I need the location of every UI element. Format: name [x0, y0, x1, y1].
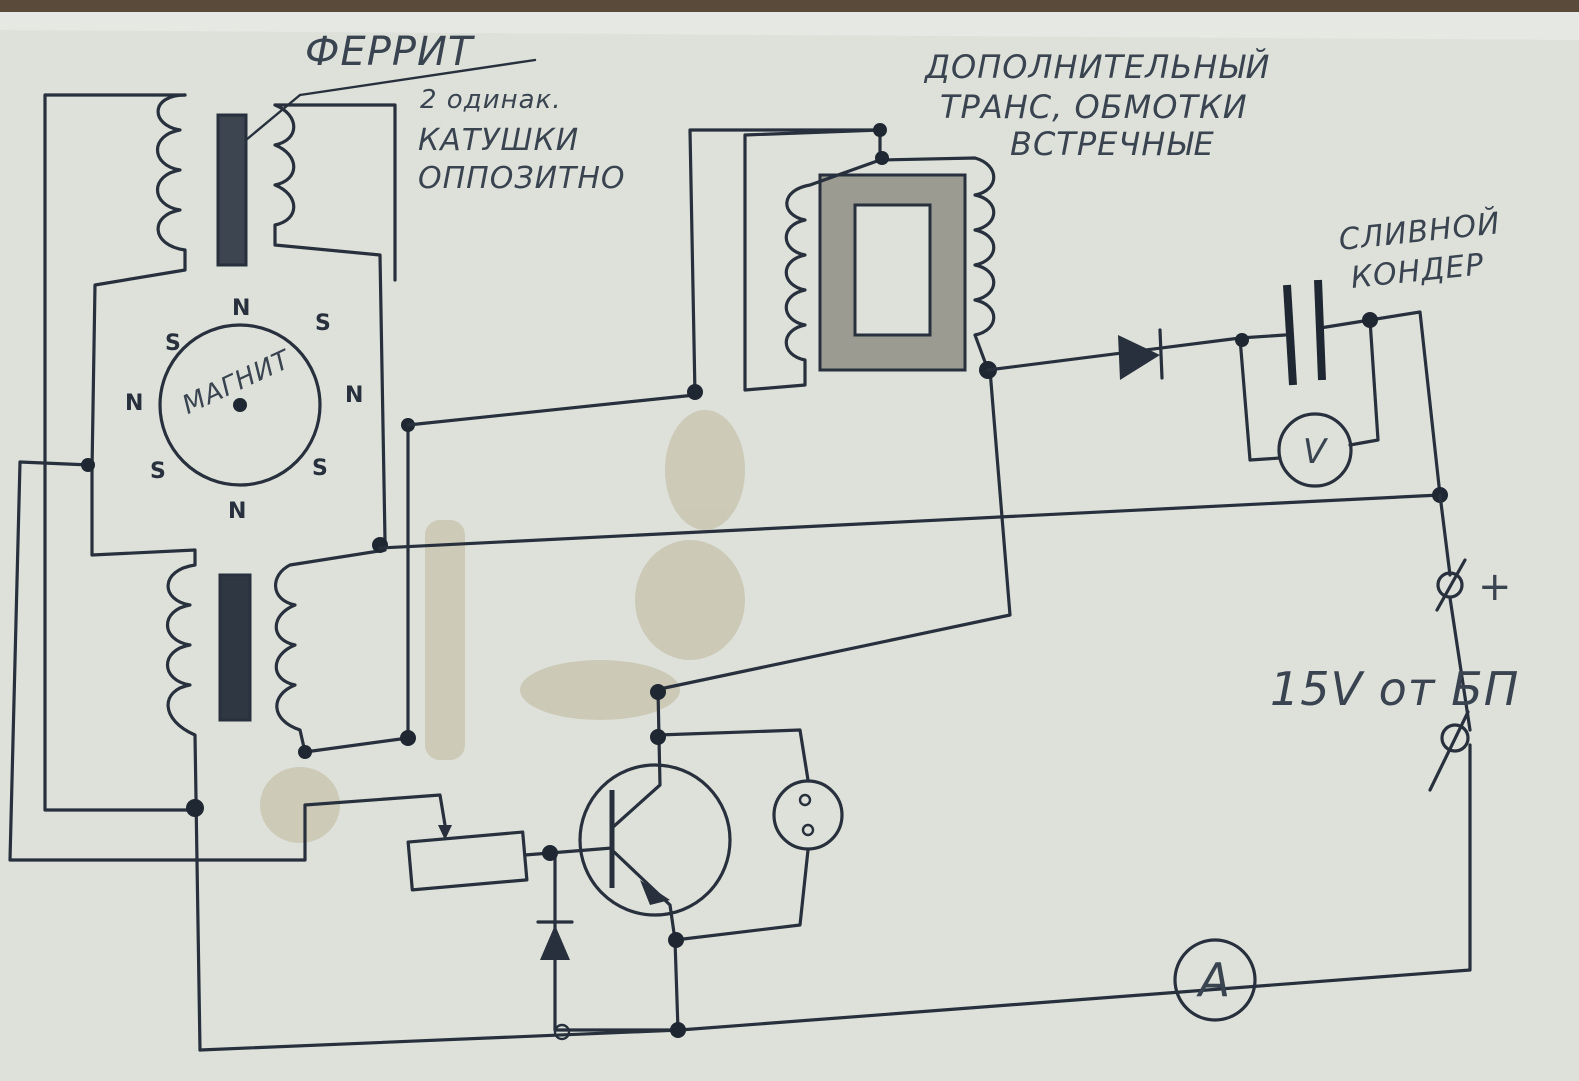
ferrite-pointer	[244, 93, 302, 142]
lower-ferrite-rod	[218, 573, 252, 722]
upper-coil-assembly	[43, 58, 537, 812]
plus-label: +	[1478, 564, 1513, 610]
outer-left-wire	[43, 93, 197, 812]
wire-bottom-bus	[198, 743, 1472, 1052]
terminal-minus-icon	[1440, 723, 1470, 753]
pole-label: N	[228, 499, 246, 524]
potentiometer-icon	[406, 830, 529, 892]
magnet-rotor: МАГНИТ N S S N N S S N	[125, 296, 363, 524]
transistor-icon	[578, 763, 732, 917]
upper-right-coil	[273, 103, 397, 542]
capacitor-plate	[1283, 284, 1297, 386]
pole-label: S	[315, 311, 331, 336]
supply-label: 15V от БП	[1270, 662, 1519, 716]
lamp-icon	[772, 779, 844, 851]
transistor-stage	[406, 684, 844, 1041]
terminal-plus-icon	[1436, 571, 1464, 599]
magnet-axis	[233, 398, 247, 412]
protection-diode-icon	[540, 925, 570, 960]
lower-left-coil	[90, 468, 202, 1052]
transformer-note: ДОПОЛНИТЕЛЬНЫЙ	[923, 48, 1270, 86]
table-edge	[0, 0, 1579, 12]
transformer-left-winding	[743, 128, 882, 392]
transformer-note: ВСТРЕЧНЫЕ	[1010, 125, 1215, 163]
pole-label: S	[150, 459, 166, 484]
upper-ferrite-rod	[216, 113, 248, 267]
voltmeter-icon	[1277, 412, 1353, 488]
erased-smudges	[260, 410, 745, 843]
wire-mid-bus	[378, 493, 1442, 550]
rectifier-diode-icon	[1118, 335, 1160, 380]
coils-note: 2 одинак.	[420, 85, 562, 115]
capacitor-plate	[1314, 279, 1326, 381]
pole-label: N	[232, 296, 250, 321]
power-supply-terminals: + 15V от БП	[1270, 493, 1519, 792]
voltmeter-label: V	[1303, 432, 1329, 472]
output-stage: V	[986, 279, 1448, 503]
upper-left-coil	[90, 93, 187, 472]
coils-note: КАТУШКИ	[418, 123, 579, 158]
wire-collector-to-transformer	[653, 368, 1012, 692]
potentiometer-wire	[8, 460, 447, 862]
additional-transformer	[687, 123, 997, 400]
transformer-right-winding	[878, 156, 996, 372]
magnet-circle	[158, 323, 322, 487]
lower-coil-assembly	[8, 418, 447, 1052]
ammeter-label: A	[1196, 953, 1231, 1007]
pole-label: S	[165, 331, 181, 356]
wire-to-transformer	[406, 128, 882, 427]
pole-label: S	[312, 456, 328, 481]
transformer-note: ТРАНС, ОБМОТКИ	[940, 88, 1248, 126]
lower-right-coil	[274, 548, 410, 754]
ammeter-icon	[1173, 938, 1257, 1022]
coils-note: ОППОЗИТНО	[418, 161, 626, 196]
pole-label: N	[125, 391, 143, 416]
ferrite-label: ФЕРРИТ	[305, 29, 476, 75]
paper-highlight	[0, 12, 1579, 40]
pole-label: N	[345, 383, 363, 408]
